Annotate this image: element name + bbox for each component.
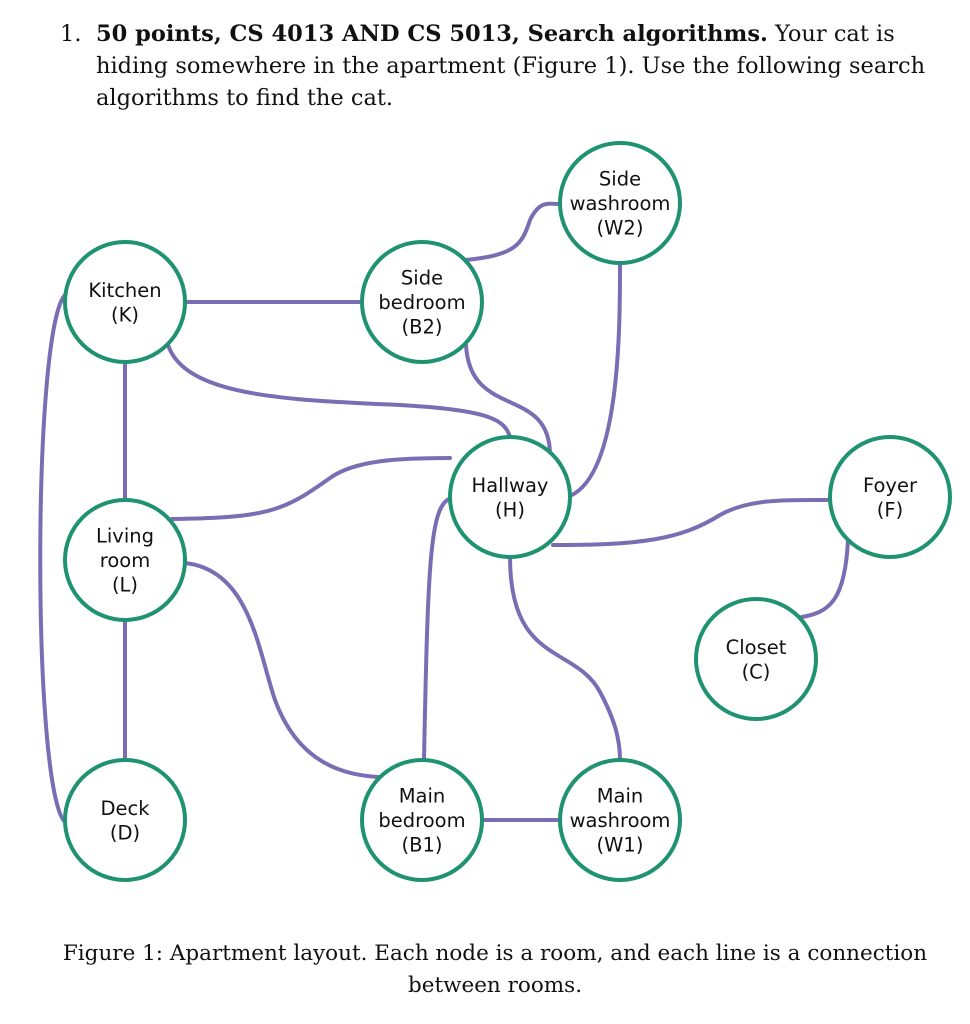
node-label-b2: (B2) (402, 316, 443, 339)
node-circle-w2 (558, 141, 682, 265)
question-number: 1. (60, 21, 82, 47)
node-circle-h (448, 435, 572, 559)
node-label-c: (C) (742, 660, 771, 683)
edge-w2-h (565, 261, 622, 499)
edge-h-w1 (508, 555, 622, 762)
edge-l-h (170, 456, 452, 521)
node-label-w2: washroom (570, 192, 671, 215)
node-label-w1: washroom (570, 809, 671, 832)
node-label-h: (H) (495, 498, 525, 521)
node-circle-k (63, 240, 187, 364)
node-label-b2: bedroom (378, 291, 465, 314)
graph-edges (38, 201, 850, 824)
graph-nodes: Sidewashroom(W2)Kitchen(K)Sidebedroom(B2… (63, 141, 952, 882)
node-label-k: Kitchen (88, 279, 161, 302)
node-label-f: (F) (877, 498, 903, 521)
node-label-b1: Main (399, 785, 446, 808)
node-circle-b1 (360, 758, 484, 882)
node-f: Foyer(F) (828, 435, 952, 559)
node-label-b1: (B1) (402, 834, 443, 857)
edge-h-b1 (422, 496, 453, 762)
node-label-w2: Side (599, 168, 641, 191)
caption-line-2: between rooms. (407, 973, 583, 998)
edge-k-h (166, 343, 512, 439)
node-k: Kitchen(K) (63, 240, 187, 364)
node-c: Closet(C) (694, 597, 818, 721)
node-label-w1: (W1) (597, 834, 644, 857)
edge-b2-h (464, 343, 552, 457)
apartment-layout-graph: Sidewashroom(W2)Kitchen(K)Sidebedroom(B2… (38, 141, 952, 882)
node-label-w1: Main (597, 785, 644, 808)
node-circle-d (63, 758, 187, 882)
node-circle-c (694, 597, 818, 721)
node-circle-l (63, 498, 187, 622)
node-label-l: (L) (112, 574, 138, 597)
edge-b2-w2 (464, 201, 562, 262)
edge-l-b1 (183, 561, 380, 779)
node-label-b1: bedroom (378, 809, 465, 832)
node-circle-w1 (558, 758, 682, 882)
caption-line-1: Figure 1: Apartment layout. Each node is… (62, 941, 928, 966)
node-circle-b2 (360, 240, 484, 364)
edge-k-d (38, 293, 67, 824)
edge-f-c (800, 538, 850, 619)
node-label-l: Living (96, 525, 154, 548)
node-circle-f (828, 435, 952, 559)
node-label-l: room (100, 549, 150, 572)
question-description: Your cat is hiding somewhere in the apar… (96, 21, 926, 111)
node-label-d: (D) (110, 821, 140, 844)
node-d: Deck(D) (63, 758, 187, 882)
node-label-c: Closet (726, 636, 787, 659)
node-label-f: Foyer (863, 474, 918, 497)
node-label-d: Deck (100, 797, 150, 820)
node-label-h: Hallway (472, 474, 549, 497)
node-label-w2: (W2) (597, 217, 644, 240)
node-label-k: (K) (111, 303, 139, 326)
node-label-b2: Side (401, 267, 443, 290)
figure-caption: Figure 1: Apartment layout. Each node is… (40, 938, 950, 1002)
edge-h-f (551, 497, 832, 547)
question-body: 50 points, CS 4013 AND CS 5013, Search a… (96, 18, 960, 114)
question-heading: 50 points, CS 4013 AND CS 5013, Search a… (96, 21, 768, 47)
node-h: Hallway(H) (448, 435, 572, 559)
